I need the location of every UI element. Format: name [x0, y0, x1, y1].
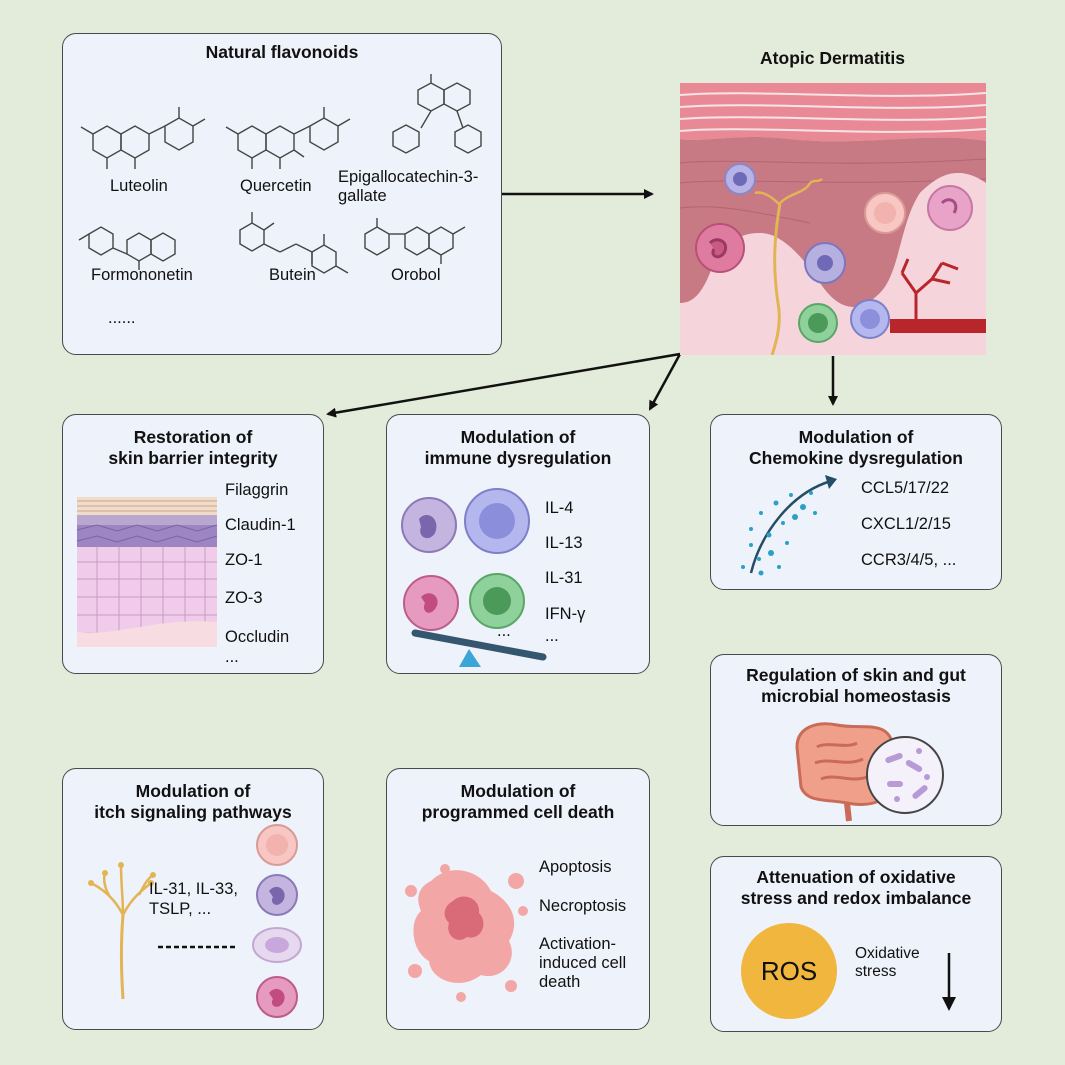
oxidative-stress-label: Oxidative stress: [855, 945, 920, 980]
egcg-structure-icon: [392, 74, 482, 154]
barrier-item-zo3: ZO-3: [225, 589, 263, 607]
atopic-dermatitis-skin-illustration: [680, 83, 986, 355]
itch-cytokines-label: IL-31, IL-33, TSLP, ...: [149, 880, 238, 918]
itch-cells-illustration: [252, 824, 302, 1018]
immune-item-il31: IL-31: [545, 569, 583, 587]
oxidative-panel: Attenuation of oxidative stress and redo…: [710, 856, 1002, 1032]
immune-title: Modulation of immune dysregulation: [424, 427, 612, 468]
compound-luteolin: Luteolin: [110, 177, 168, 195]
chemokine-gradient-icon: [741, 475, 837, 576]
barrier-item-claudin1: Claudin-1: [225, 516, 296, 534]
microbiome-panel: Regulation of skin and gut microbial hom…: [710, 654, 1002, 826]
itch-title: Modulation of itch signaling pathways: [94, 781, 292, 822]
compound-formononetin: Formononetin: [91, 266, 193, 284]
flavonoids-title: Natural flavonoids: [205, 42, 359, 62]
compounds-more: ......: [108, 309, 136, 327]
microbiome-title: Regulation of skin and gut microbial hom…: [746, 665, 966, 706]
itch-panel: Modulation of itch signaling pathways IL…: [62, 768, 324, 1030]
formononetin-structure-icon: [78, 226, 176, 270]
immune-item-ifng: IFN-γ: [545, 605, 586, 623]
decrease-arrow-icon: [942, 953, 956, 1011]
death-title: Modulation of programmed cell death: [421, 781, 615, 822]
death-item-apoptosis: Apoptosis: [539, 858, 612, 876]
atopic-dermatitis-title: Atopic Dermatitis: [760, 48, 905, 68]
ros-circle: ROS: [741, 923, 837, 1019]
chemokine-title: Modulation of Chemokine dysregulation: [749, 427, 963, 468]
immune-item-il13: IL-13: [545, 534, 583, 552]
compound-quercetin: Quercetin: [240, 177, 312, 195]
immune-item-il4: IL-4: [545, 499, 574, 517]
arrow-ad-to-barrier: [326, 352, 681, 418]
barrier-item-filaggrin: Filaggrin: [225, 481, 289, 499]
orobol-structure-icon: [364, 218, 466, 264]
immune-item-more: ...: [545, 627, 559, 645]
skin-layers-illustration: [76, 497, 218, 647]
immune-cells-more: ...: [497, 622, 511, 640]
chemokine-item-ccr: CCR3/4/5, ...: [861, 551, 957, 569]
flavonoids-panel: Natural flavonoids: [62, 33, 502, 355]
death-panel: Modulation of programmed cell death Apop…: [386, 768, 650, 1030]
itch-dashed-line: [158, 945, 236, 949]
luteolin-structure-icon: [80, 107, 206, 169]
oxidative-title: Attenuation of oxidative stress and redo…: [740, 867, 972, 908]
barrier-item-occludin: Occludin: [225, 628, 290, 646]
chemokine-item-ccl: CCL5/17/22: [861, 479, 950, 497]
itch-neuron-icon: [88, 862, 156, 1000]
barrier-item-zo1: ZO-1: [225, 551, 263, 569]
compound-butein: Butein: [269, 266, 316, 284]
death-item-necroptosis: Necroptosis: [539, 897, 627, 915]
immune-cells-illustration: [401, 488, 547, 667]
barrier-title: Restoration of skin barrier integrity: [108, 427, 278, 468]
death-item-aicd: Activation- induced cell death: [539, 935, 627, 991]
barrier-item-more: ...: [225, 648, 239, 666]
chemokine-panel: Modulation of Chemokine dysregulation CC…: [710, 414, 1002, 590]
arrow-ad-to-immune: [648, 353, 682, 411]
compound-egcg: Epigallocatechin-3- gallate: [338, 168, 479, 205]
cell-death-illustration: [405, 864, 528, 1002]
gut-microbiome-illustration: [795, 722, 944, 822]
butein-structure-icon: [239, 212, 349, 274]
immune-panel: Modulation of immune dysregulation ... I…: [386, 414, 650, 674]
compound-orobol: Orobol: [391, 266, 441, 284]
barrier-panel: Restoration of skin barrier integrity Fi…: [62, 414, 324, 674]
quercetin-structure-icon: [225, 107, 351, 169]
ros-label: ROS: [760, 955, 818, 986]
chemokine-item-cxcl: CXCL1/2/15: [861, 515, 951, 533]
